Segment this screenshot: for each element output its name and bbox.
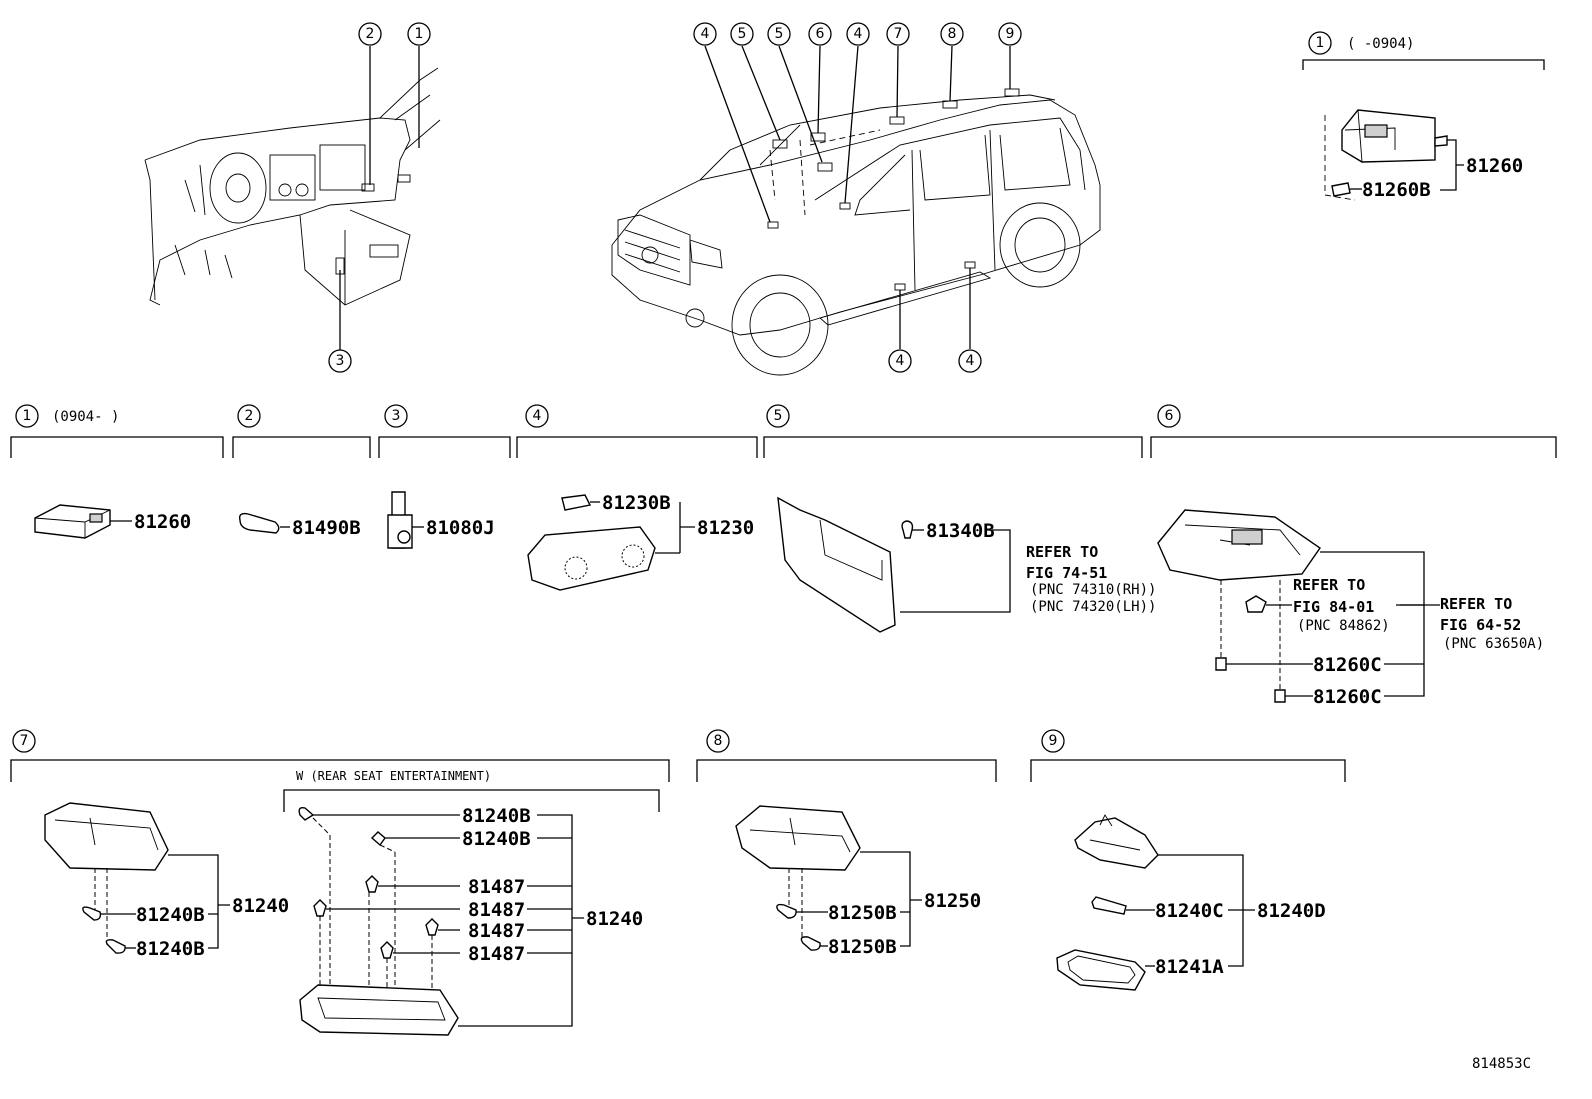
part-81250b-1: 81250B xyxy=(828,902,897,924)
svg-text:FIG 84-01: FIG 84-01 xyxy=(1293,598,1374,616)
vehicle-callout-9: 9 xyxy=(998,22,1022,46)
vehicle-callouts: 4 5 5 6 4 7 8 9 4 4 xyxy=(693,22,1022,373)
part-81240b-2: 81240B xyxy=(136,938,205,960)
refer-to-fig-74-51: REFER TO xyxy=(1026,543,1098,561)
svg-text:6: 6 xyxy=(1165,408,1174,424)
svg-text:2: 2 xyxy=(366,26,375,42)
part-81260: 81260 xyxy=(134,511,191,533)
svg-text:(PNC 84862): (PNC 84862) xyxy=(1297,618,1390,634)
part-81487-3: 81487 xyxy=(468,920,525,942)
vehicle-callout-4b: 4 xyxy=(846,22,870,46)
svg-text:4: 4 xyxy=(966,353,975,369)
svg-text:8: 8 xyxy=(948,26,957,42)
svg-text:(PNC 63650A): (PNC 63650A) xyxy=(1443,636,1544,652)
vehicle-callout-4d: 4 xyxy=(958,349,982,373)
svg-text:4: 4 xyxy=(854,26,863,42)
part-81240b-w1: 81240B xyxy=(462,805,531,827)
refer-to-fig-84-01: REFER TO xyxy=(1293,576,1365,594)
part-81340b: 81340B xyxy=(926,520,995,542)
section-9: 9 81240C 81241A 81240D xyxy=(1030,729,1346,991)
part-81230: 81230 xyxy=(697,517,754,539)
part-81080j: 81080J xyxy=(426,517,495,539)
part-81490b: 81490B xyxy=(292,517,361,539)
svg-text:6: 6 xyxy=(816,26,825,42)
callout-3: 3 xyxy=(328,349,352,373)
part-81240-w: 81240 xyxy=(586,908,643,930)
vehicle-illustration xyxy=(611,88,1101,376)
svg-text:FIG 74-51: FIG 74-51 xyxy=(1026,564,1107,582)
part-81260c-1: 81260C xyxy=(1313,654,1382,676)
svg-text:5: 5 xyxy=(738,26,747,42)
svg-text:4: 4 xyxy=(896,353,905,369)
dashboard-callouts: 2 1 3 xyxy=(328,22,431,373)
svg-text:8: 8 xyxy=(714,733,723,749)
inset-switch-part xyxy=(1324,109,1448,201)
section-1: 1 (0904- ) 81260 xyxy=(10,404,224,539)
svg-text:5: 5 xyxy=(774,408,783,424)
inset-section-1: 1 ( -0904) 81260 81260B xyxy=(1302,31,1545,201)
vehicle-callout-6: 6 xyxy=(808,22,832,46)
svg-text:9: 9 xyxy=(1049,733,1058,749)
part-81241a: 81241A xyxy=(1155,956,1224,978)
part-81487-4: 81487 xyxy=(468,943,525,965)
part-81260b: 81260B xyxy=(1362,179,1431,201)
part-81240b-1: 81240B xyxy=(136,904,205,926)
svg-text:2: 2 xyxy=(245,408,254,424)
figure-id: 814853C xyxy=(1472,1056,1531,1072)
part-81240d: 81240D xyxy=(1257,900,1326,922)
section-8: 8 81250B 81250B 81250 xyxy=(696,729,997,958)
part-81260c-2: 81260C xyxy=(1313,686,1382,708)
section-5: 5 81340B REFER TO FIG 74-51 (PNC 74310(R… xyxy=(763,404,1156,633)
section-4: 4 81230B 81230 xyxy=(516,404,758,591)
part-81240: 81240 xyxy=(232,895,289,917)
part-81240c: 81240C xyxy=(1155,900,1224,922)
svg-text:( -0904): ( -0904) xyxy=(1347,36,1414,52)
svg-text:FIG 64-52: FIG 64-52 xyxy=(1440,616,1521,634)
vehicle-callout-4a: 4 xyxy=(693,22,717,46)
rear-seat-entertainment-note: W (REAR SEAT ENTERTAINMENT) xyxy=(296,769,491,783)
dashboard-illustration xyxy=(144,67,441,306)
section-6: 6 81260C 81260C REFER TO FIG 84-01 (PNC … xyxy=(1150,404,1557,708)
part-81260-inset: 81260 xyxy=(1466,155,1523,177)
svg-text:1: 1 xyxy=(23,408,32,424)
part-81487-2: 81487 xyxy=(468,899,525,921)
svg-text:(PNC 74310(RH)): (PNC 74310(RH)) xyxy=(1030,582,1156,598)
part-81487-1: 81487 xyxy=(468,876,525,898)
part-81250b-2: 81250B xyxy=(828,936,897,958)
part-81230b: 81230B xyxy=(602,492,671,514)
svg-text:1: 1 xyxy=(415,26,424,42)
vehicle-callout-7: 7 xyxy=(886,22,910,46)
vehicle-callout-8: 8 xyxy=(940,22,964,46)
vehicle-callout-4c: 4 xyxy=(888,349,912,373)
callout-1: 1 xyxy=(407,22,431,46)
refer-to-fig-64-52: REFER TO xyxy=(1440,595,1512,613)
vehicle-callout-5a: 5 xyxy=(730,22,754,46)
part-81240b-w2: 81240B xyxy=(462,828,531,850)
section-3: 3 81080J xyxy=(378,404,511,549)
part-81250: 81250 xyxy=(924,890,981,912)
section-7: 7 81240B 81240B 81240 W (REAR SEAT ENTER… xyxy=(10,729,670,1036)
svg-text:3: 3 xyxy=(336,353,345,369)
svg-text:7: 7 xyxy=(20,733,29,749)
svg-text:1: 1 xyxy=(1316,35,1325,51)
svg-text:9: 9 xyxy=(1006,26,1015,42)
svg-text:(0904- ): (0904- ) xyxy=(52,409,119,425)
callout-2: 2 xyxy=(358,22,382,46)
svg-text:7: 7 xyxy=(894,26,903,42)
svg-text:(PNC 74320(LH)): (PNC 74320(LH)) xyxy=(1030,599,1156,615)
svg-text:4: 4 xyxy=(533,408,542,424)
vehicle-callout-5b: 5 xyxy=(767,22,791,46)
svg-text:4: 4 xyxy=(701,26,710,42)
svg-text:3: 3 xyxy=(392,408,401,424)
section-2: 2 81490B xyxy=(232,404,371,539)
svg-text:5: 5 xyxy=(775,26,784,42)
